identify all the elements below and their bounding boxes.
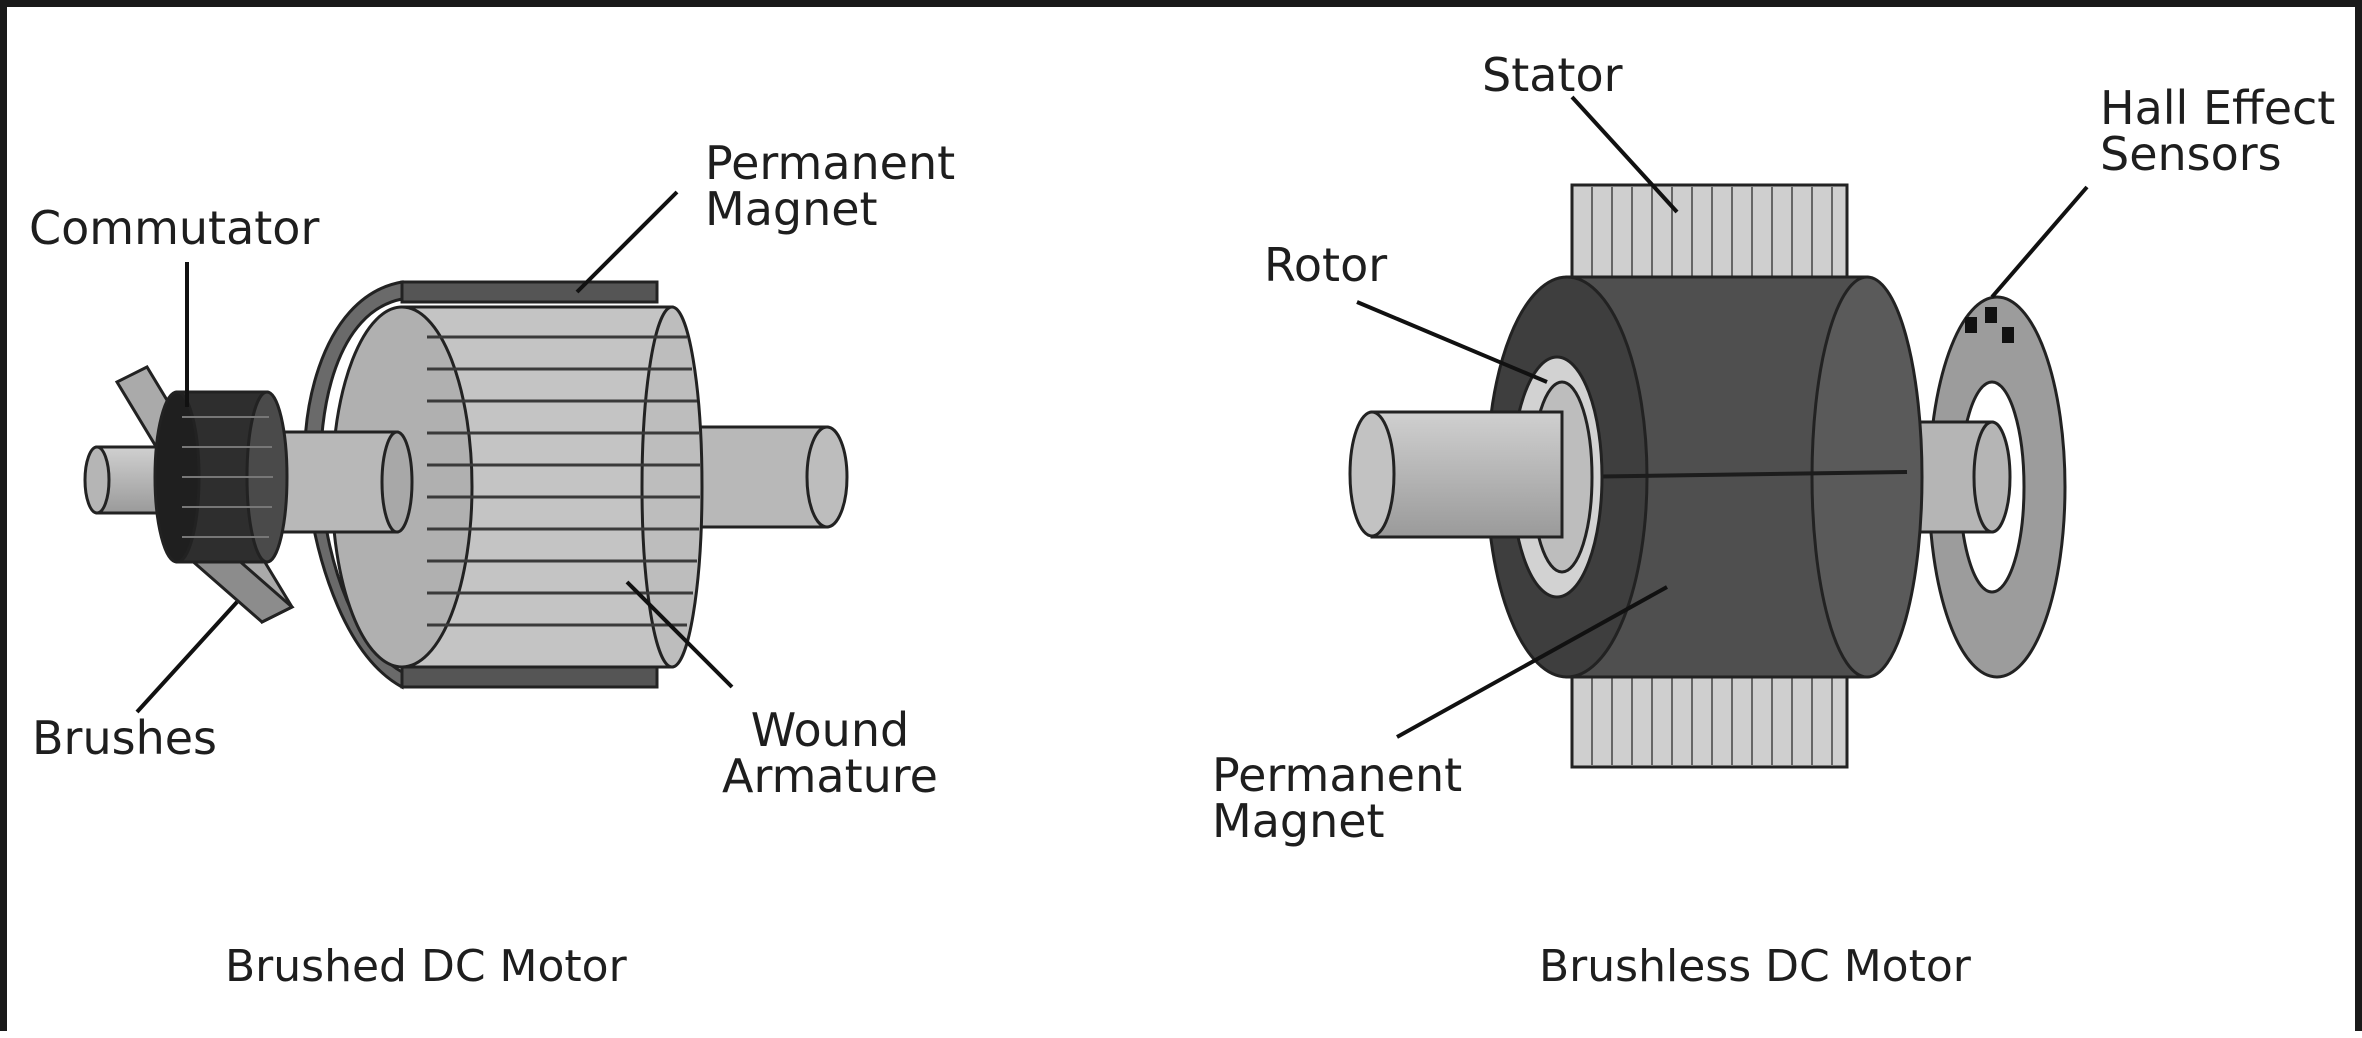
- brushless-leader-lines: [1356, 95, 2089, 739]
- armature-leader: [625, 580, 734, 689]
- label-brushes: Brushes: [32, 711, 218, 765]
- brushless-shaft: [1348, 410, 1564, 539]
- label-commutator: Commutator: [29, 201, 320, 255]
- brushed-permanent-magnet: [303, 280, 659, 690]
- caption-brushless: Brushless DC Motor: [1539, 941, 1971, 992]
- stator-bottom: [1570, 670, 1849, 769]
- diagram-artwork: [83, 95, 2089, 769]
- stator-leader: [1570, 95, 1679, 214]
- brushed-armature: [265, 305, 704, 669]
- magnet-leader-bl: [1396, 585, 1668, 739]
- label-permanent-magnet-brushed: Permanent Magnet: [705, 136, 956, 236]
- brushed-commutator: [153, 390, 289, 564]
- brushes-leader: [135, 600, 239, 714]
- hall-sensor-ring: [1910, 295, 2067, 679]
- label-wound-armature: Wound Armature: [722, 703, 938, 803]
- brushless-motor: [1348, 95, 2089, 769]
- stator-top: [1570, 183, 1849, 282]
- caption-brushed: Brushed DC Motor: [225, 941, 627, 992]
- rotor-leader: [1356, 300, 1548, 384]
- label-stator: Stator: [1482, 48, 1623, 102]
- label-rotor: Rotor: [1264, 238, 1388, 292]
- label-permanent-magnet-brushless: Permanent Magnet: [1212, 748, 1463, 848]
- hall-leader: [1990, 185, 2089, 299]
- brushed-motor: [83, 190, 849, 714]
- magnet-leader: [575, 190, 679, 294]
- label-hall-effect-sensors: Hall Effect Sensors: [2100, 81, 2336, 181]
- brushed-leader-lines: [135, 190, 734, 714]
